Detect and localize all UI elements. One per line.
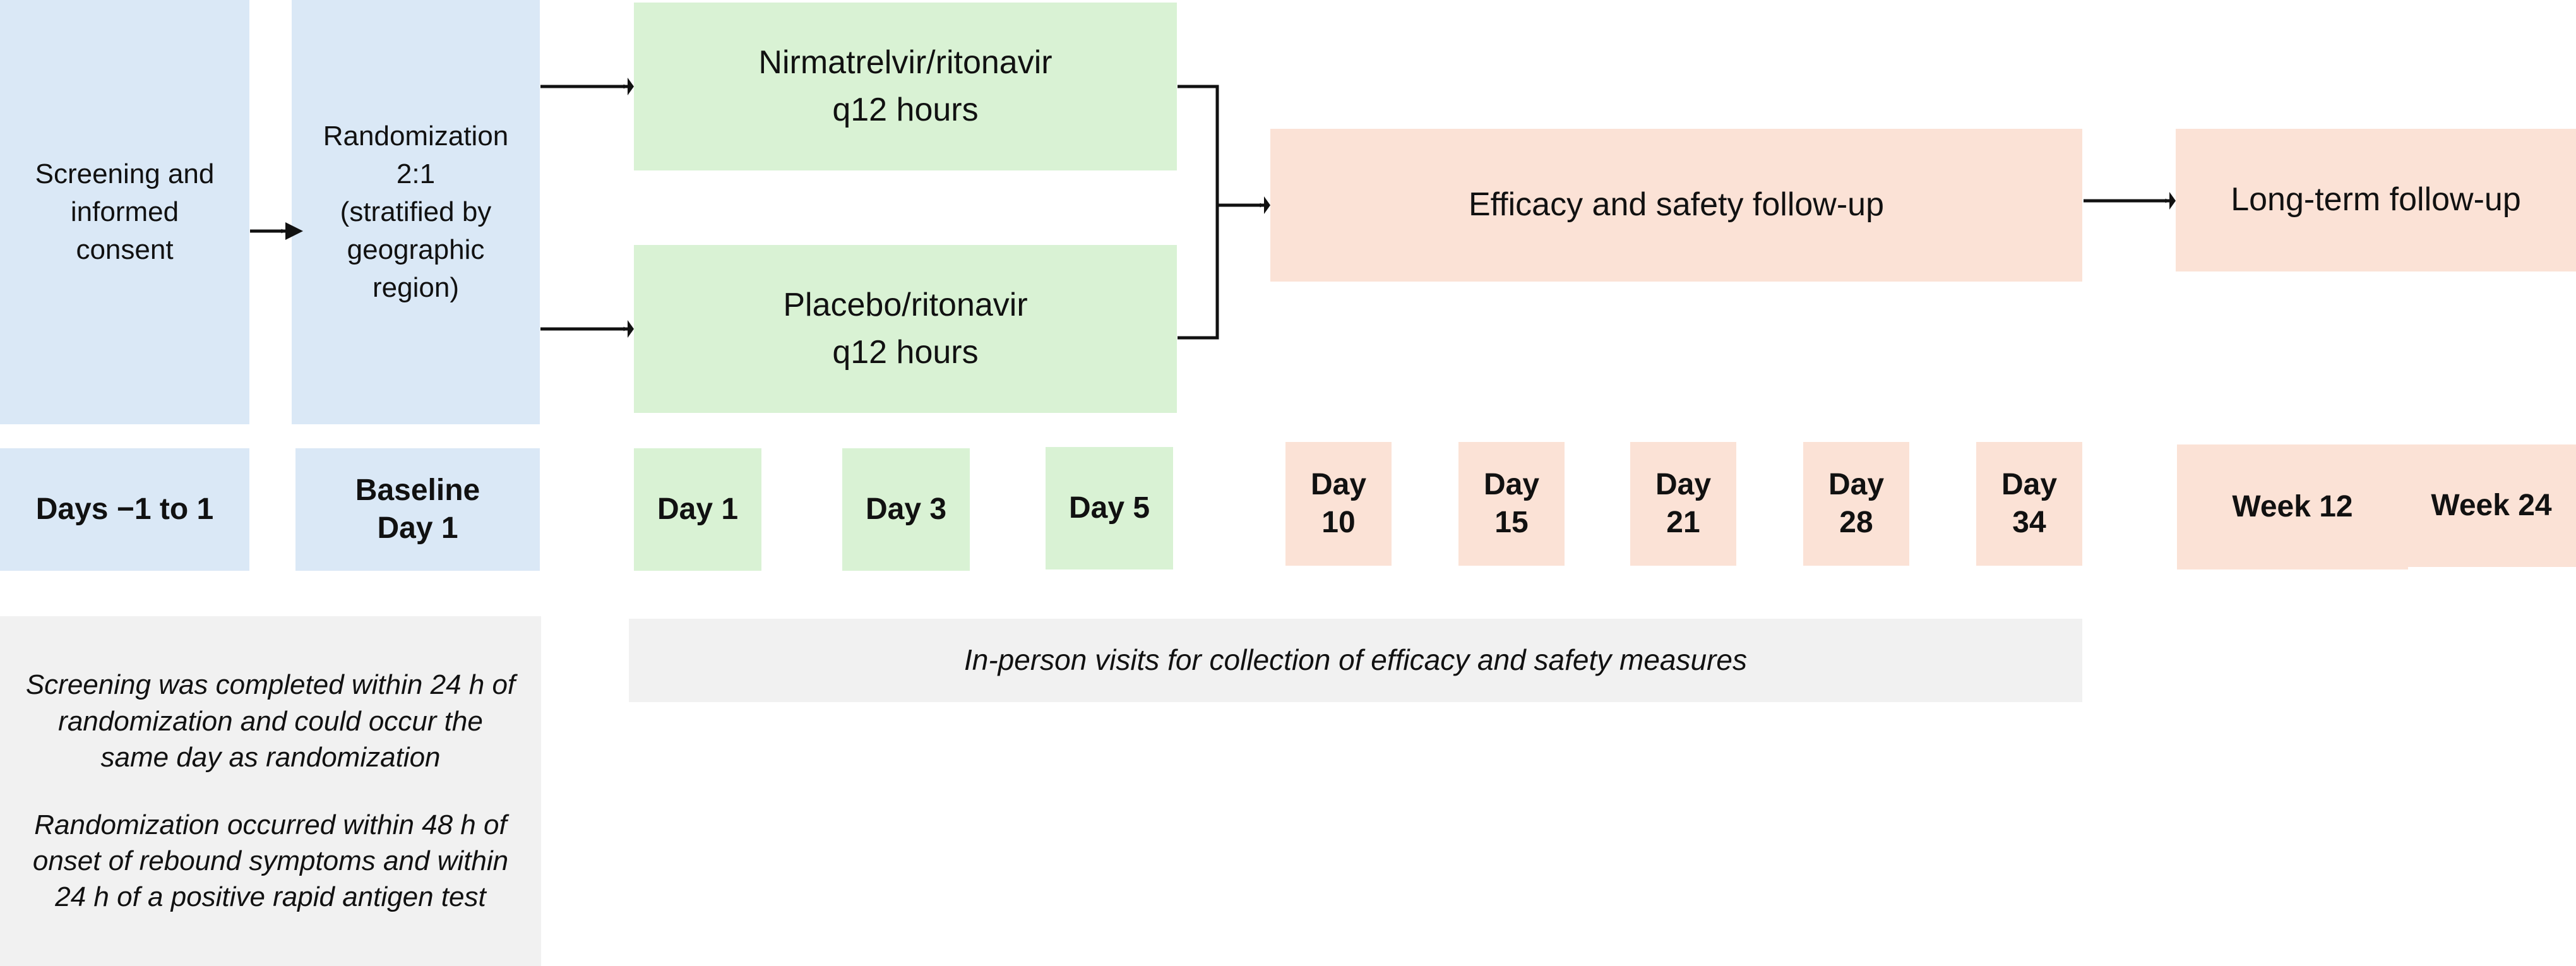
timeline-day-15: Day 15 — [1458, 442, 1565, 566]
randomization-note-text: Randomization occurred within 48 h of on… — [32, 809, 509, 913]
followup-box: Efficacy and safety follow-up — [1270, 129, 2082, 282]
timeline-day-10: Day 10 — [1285, 442, 1392, 566]
timeline-day-1: Day 1 — [634, 448, 761, 571]
nirmatrelvir-arm-box: Nirmatrelvir/ritonavir q12 hours — [634, 3, 1177, 170]
placebo-arm-box: Placebo/ritonavir q12 hours — [634, 245, 1177, 413]
timeline-day-34: Day 34 — [1976, 442, 2082, 566]
timeline-days-screening: Days −1 to 1 — [0, 448, 249, 571]
timeline-day-28: Day 28 — [1803, 442, 1909, 566]
timeline-week-24: Week 24 — [2407, 444, 2576, 567]
screening-box: Screening and informed consent — [0, 0, 249, 424]
timeline-day-21: Day 21 — [1630, 442, 1736, 566]
longterm-followup-box: Long-term follow-up — [2176, 129, 2576, 271]
bracket-arms-merge — [1178, 85, 1219, 340]
timeline-baseline: Baseline Day 1 — [295, 448, 540, 571]
randomization-box: Randomization 2:1 (stratified by geograp… — [292, 0, 540, 424]
screening-notes-panel: Screening was completed within 24 h of r… — [0, 616, 541, 966]
timeline-day-3: Day 3 — [842, 448, 970, 571]
in-person-visits-note: In-person visits for collection of effic… — [629, 619, 2082, 702]
timeline-day-5: Day 5 — [1046, 447, 1173, 569]
timeline-week-12: Week 12 — [2177, 444, 2408, 569]
screening-note-text: Screening was completed within 24 h of r… — [25, 669, 516, 773]
